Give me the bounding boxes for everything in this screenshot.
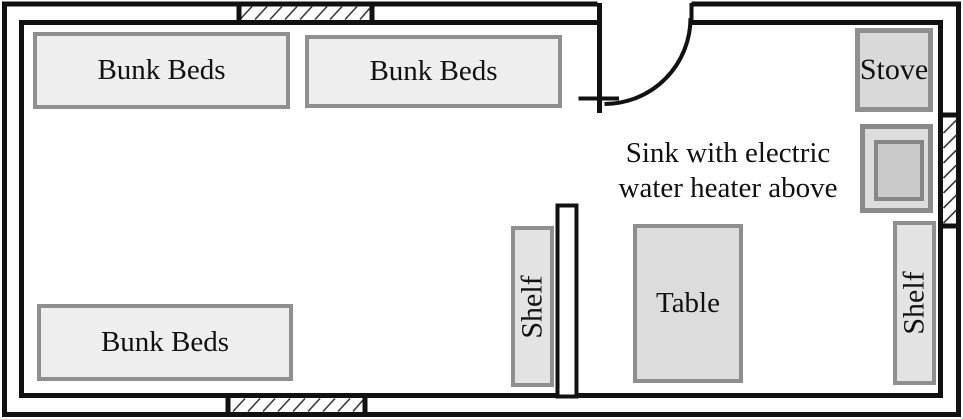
sink-caption-line1: Sink with electric xyxy=(625,137,831,169)
window-right xyxy=(938,112,960,229)
bunk-bed-label: Bunk Beds xyxy=(97,54,226,86)
door xyxy=(578,3,694,113)
bunk-bed-label: Bunk Beds xyxy=(369,55,498,87)
shelf-label: Shelf xyxy=(897,271,931,335)
sink-caption-line2: water heater above xyxy=(618,172,838,204)
sink-caption: Sink with electric water heater above xyxy=(594,136,862,206)
stove: Stove xyxy=(855,28,933,112)
bunk-bed-top-left: Bunk Beds xyxy=(33,32,290,109)
sink-basin xyxy=(874,140,924,201)
bunk-bed-bottom-left: Bunk Beds xyxy=(37,304,293,381)
inner-wall xyxy=(19,20,943,398)
window-bottom xyxy=(225,394,368,416)
door-swing-arc xyxy=(604,17,693,106)
table: Table xyxy=(633,224,743,383)
window-top xyxy=(236,2,375,24)
bunk-bed-top-middle: Bunk Beds xyxy=(305,35,562,108)
stove-label: Stove xyxy=(859,53,929,86)
shelf-label: Shelf xyxy=(515,274,549,339)
bunk-bed-label: Bunk Beds xyxy=(100,326,230,358)
partition-wall xyxy=(555,203,579,399)
shelf-left: Shelf xyxy=(511,226,554,387)
sink xyxy=(860,124,933,213)
shelf-right: Shelf xyxy=(893,221,936,385)
table-label: Table xyxy=(656,287,720,319)
